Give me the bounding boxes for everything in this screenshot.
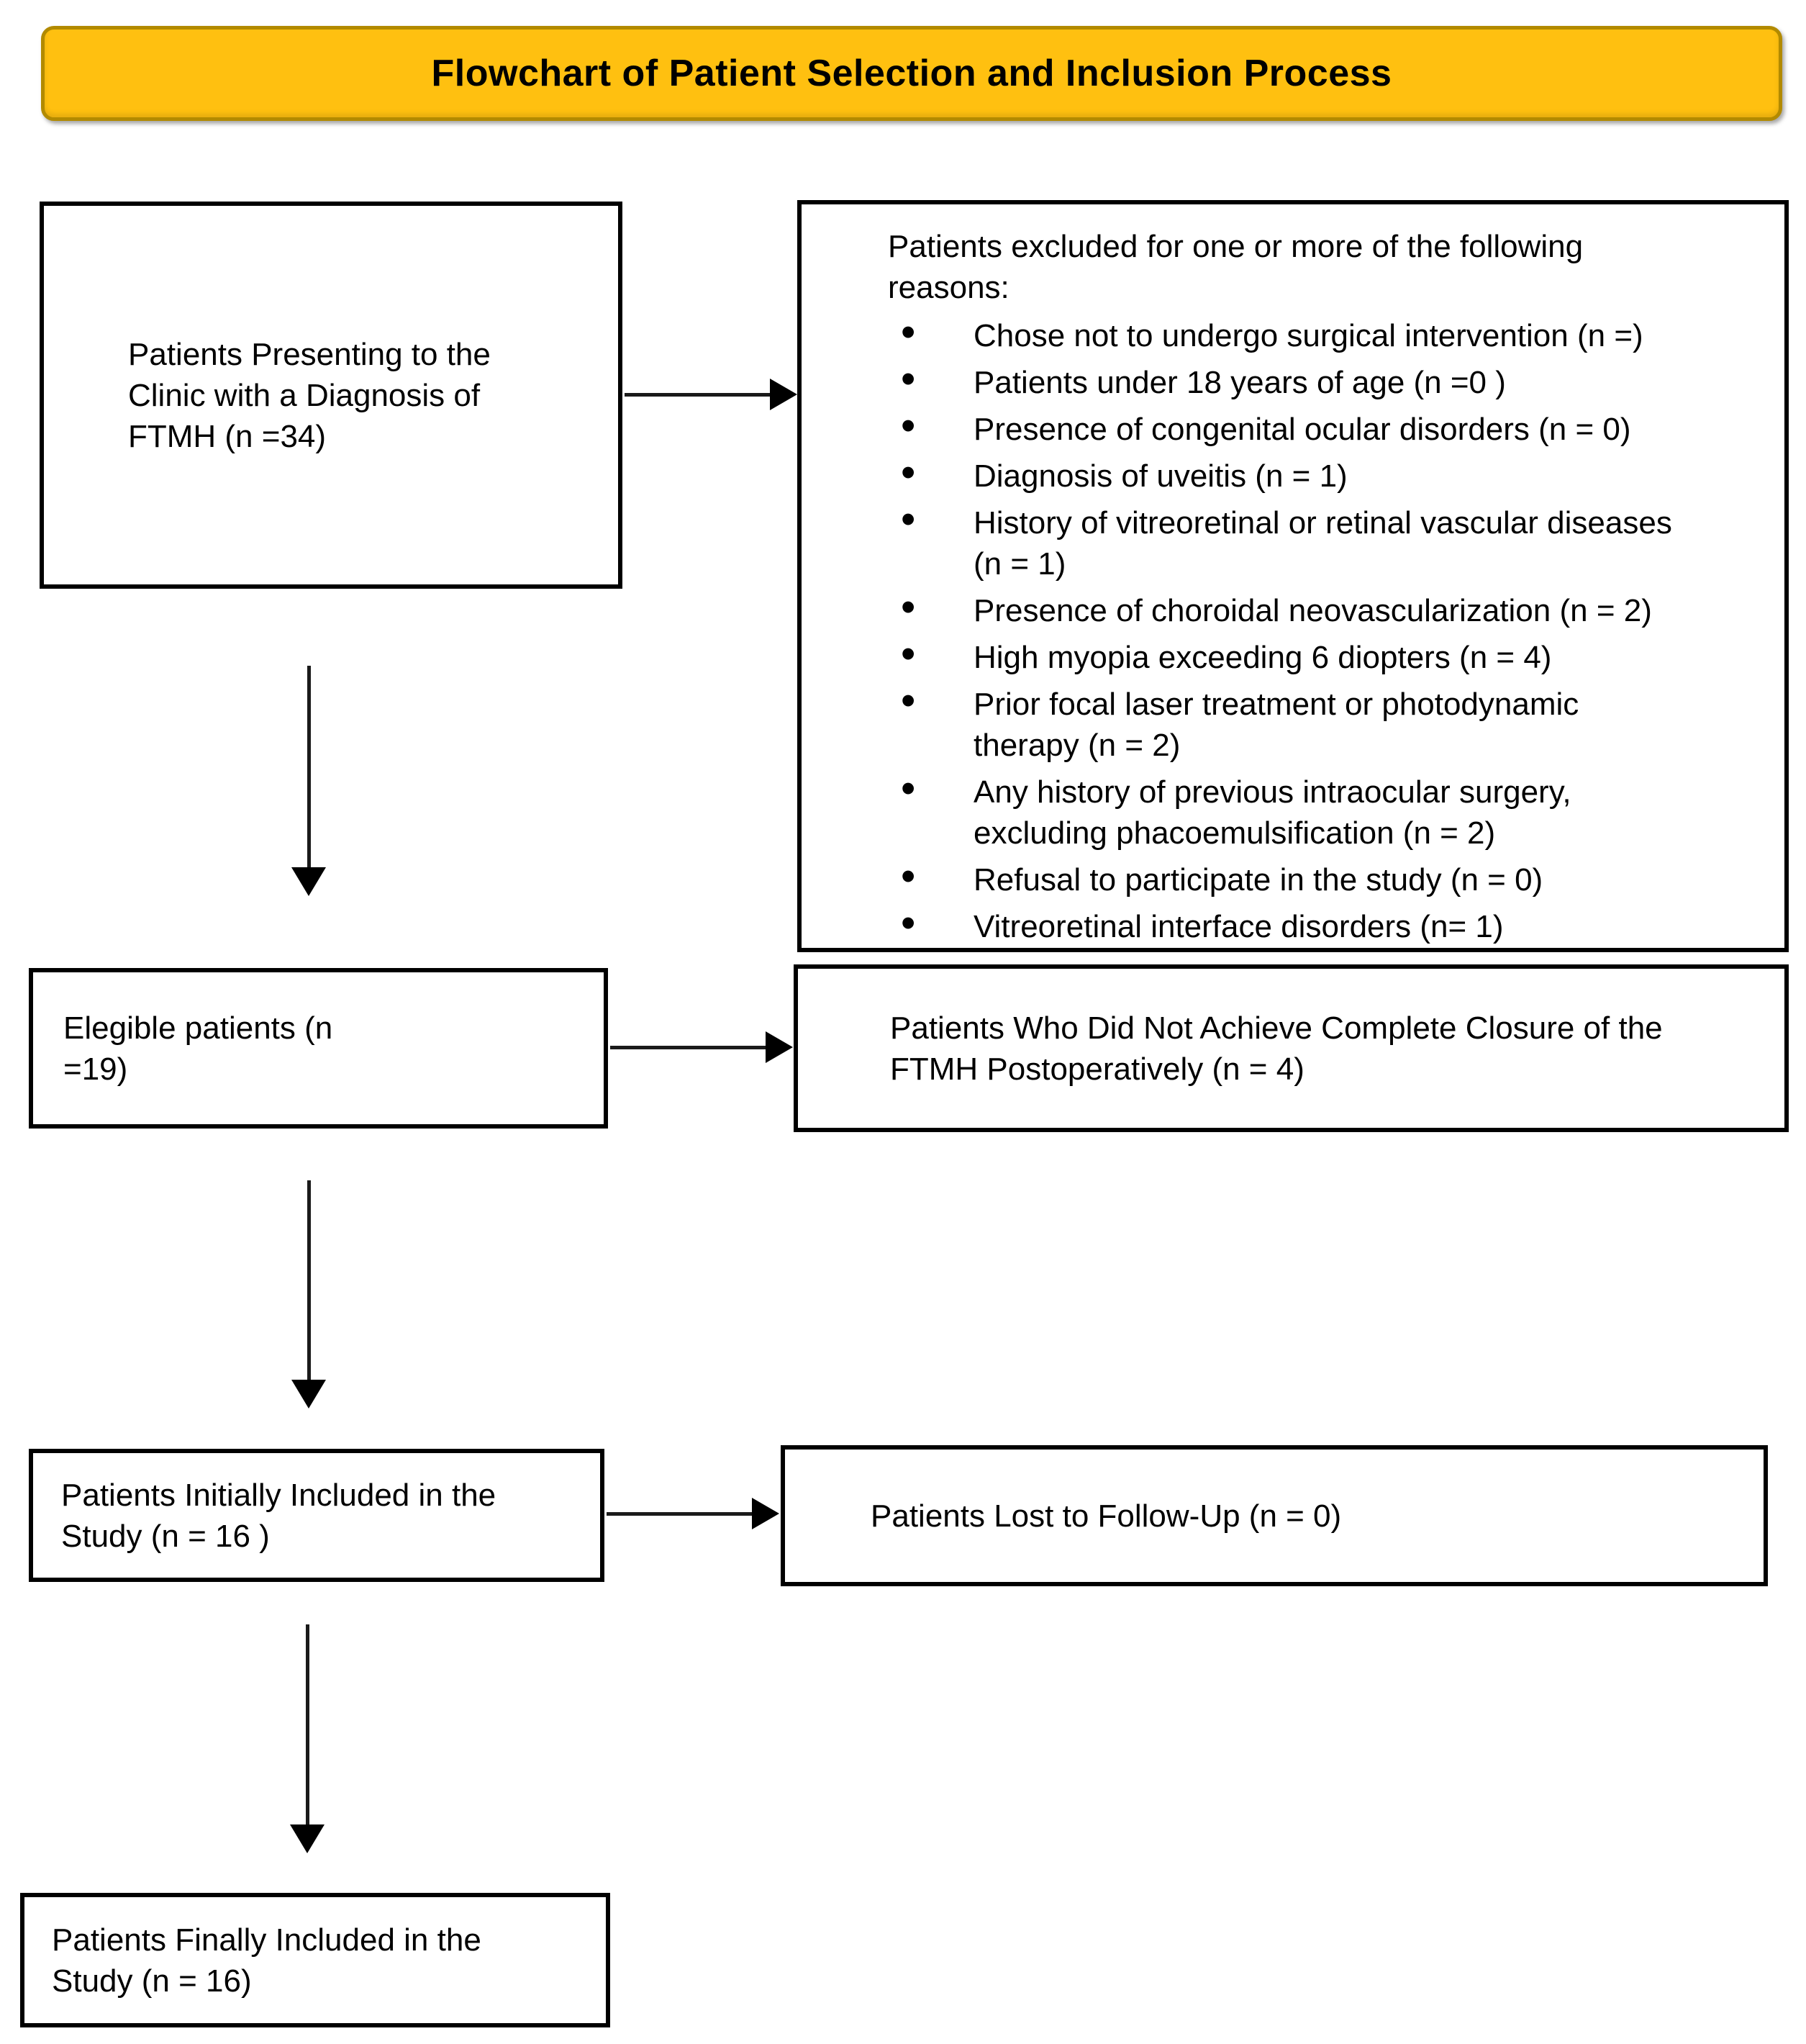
arrow-shaft	[625, 392, 776, 397]
box-lost-follow-up-text: Patients Lost to Follow-Up (n = 0)	[871, 1498, 1342, 1534]
exclusion-item: Patients under 18 years of age (n =0 )	[888, 358, 1682, 403]
arrow-initial-to-final	[290, 1624, 325, 1853]
exclusion-item: Prior focal laser treatment or photodyna…	[888, 680, 1682, 766]
box-finally-included: Patients Finally Included in the Study (…	[20, 1893, 610, 2027]
arrowhead-down-icon	[291, 1380, 326, 1408]
exclusion-item: Any history of previous intraocular surg…	[888, 768, 1682, 854]
exclusion-item: High myopia exceeding 6 diopters (n = 4)	[888, 633, 1682, 678]
arrowhead-right-icon	[770, 379, 797, 410]
arrowhead-down-icon	[290, 1824, 325, 1853]
box-initially-included-text: Patients Initially Included in the Study…	[61, 1477, 496, 1554]
box-no-complete-closure: Patients Who Did Not Achieve Complete Cl…	[794, 964, 1789, 1132]
box-finally-included-text: Patients Finally Included in the Study (…	[52, 1922, 481, 1999]
arrow-presenting-to-eligible	[291, 666, 326, 896]
box-exclusion-reasons: Patients excluded for one or more of the…	[797, 200, 1789, 952]
arrow-shaft	[610, 1045, 771, 1049]
exclusion-item: Vitreoretinal interface disorders (n= 1)	[888, 903, 1682, 947]
exclusion-item: Presence of congenital ocular disorders …	[888, 405, 1682, 450]
arrowhead-right-icon	[752, 1498, 779, 1529]
arrow-shaft	[607, 1511, 758, 1516]
exclusion-item: History of vitreoretinal or retinal vasc…	[888, 499, 1682, 584]
exclusion-item: Presence of choroidal neovascularization…	[888, 587, 1682, 631]
exclusion-intro-text: Patients excluded for one or more of the…	[888, 229, 1584, 305]
exclusion-list: Chose not to undergo surgical interventi…	[888, 312, 1767, 953]
exclusion-item: Refusal to participate in the study (n =…	[888, 856, 1682, 900]
arrow-shaft	[305, 1624, 309, 1829]
box-no-complete-closure-text: Patients Who Did Not Achieve Complete Cl…	[890, 1010, 1663, 1087]
arrow-shaft	[307, 666, 311, 872]
box-lost-follow-up: Patients Lost to Follow-Up (n = 0)	[781, 1445, 1768, 1586]
arrow-presenting-to-exclusion	[625, 376, 797, 413]
arrowhead-down-icon	[291, 867, 326, 896]
box-eligible-patients: Elegible patients (n =19)	[29, 968, 608, 1129]
box-eligible-text: Elegible patients (n =19)	[63, 1010, 333, 1087]
arrow-initial-to-lost-follow-up	[607, 1495, 779, 1532]
arrow-shaft	[307, 1180, 311, 1384]
arrow-eligible-to-initial	[291, 1180, 326, 1408]
title-banner: Flowchart of Patient Selection and Inclu…	[41, 26, 1782, 121]
box-presenting-text: Patients Presenting to the Clinic with a…	[128, 336, 491, 454]
arrow-eligible-to-no-closure	[610, 1028, 793, 1066]
box-initially-included: Patients Initially Included in the Study…	[29, 1449, 604, 1582]
arrowhead-right-icon	[766, 1031, 793, 1063]
exclusion-item: Diagnosis of uveitis (n = 1)	[888, 452, 1682, 497]
exclusion-item: Chose not to undergo surgical interventi…	[888, 312, 1682, 356]
box-presenting-patients: Patients Presenting to the Clinic with a…	[40, 202, 622, 589]
figure-title: Flowchart of Patient Selection and Inclu…	[431, 53, 1392, 94]
